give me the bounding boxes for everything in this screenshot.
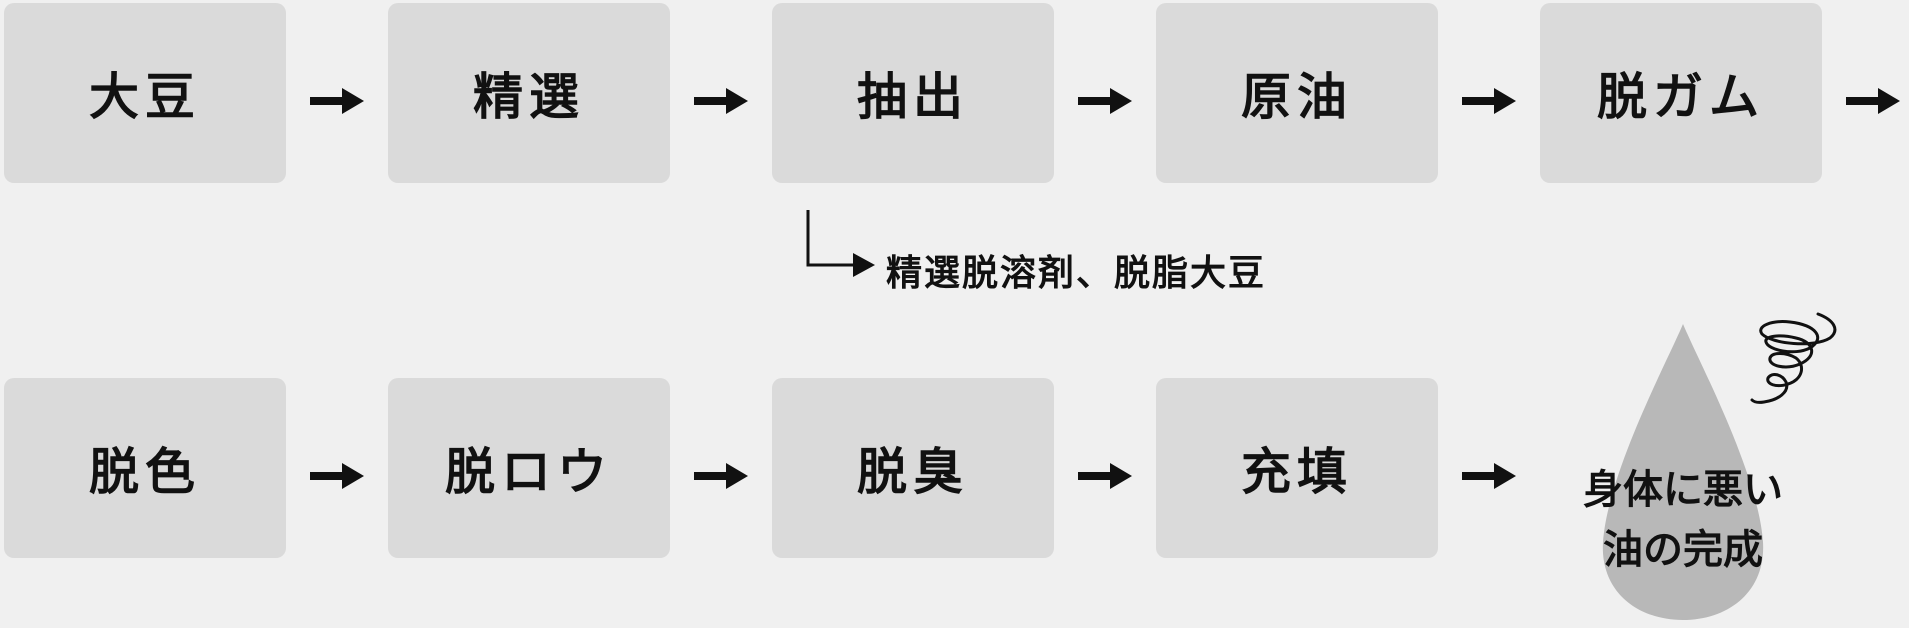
step-dewaxing: 脱ロウ — [388, 378, 670, 558]
step-label: 充填 — [1241, 443, 1353, 501]
arrow-right-icon — [1078, 88, 1132, 114]
byproduct-label: 精選脱溶剤、脱脂大豆 — [886, 253, 1267, 294]
step-soybean: 大豆 — [4, 3, 286, 183]
result-line-2: 油の完成 — [1603, 527, 1763, 573]
step-extraction: 抽出 — [772, 3, 1054, 183]
result-label: 身体に悪い 油の完成 — [1548, 460, 1818, 580]
arrow-right-icon — [310, 463, 364, 489]
branch-arrow-icon — [806, 210, 875, 277]
result-line-1: 身体に悪い — [1583, 467, 1783, 513]
step-label: 大豆 — [89, 68, 201, 126]
arrow-right-icon — [1846, 88, 1900, 114]
step-filling: 充填 — [1156, 378, 1438, 558]
spiral-fumes-icon — [1750, 312, 1837, 404]
step-bleaching: 脱色 — [4, 378, 286, 558]
step-label: 原油 — [1241, 68, 1353, 126]
step-crude-oil: 原油 — [1156, 3, 1438, 183]
arrow-right-icon — [310, 88, 364, 114]
step-label: 脱ガム — [1597, 68, 1765, 126]
arrow-right-icon — [1462, 463, 1516, 489]
step-label: 脱臭 — [857, 443, 969, 501]
step-degumming: 脱ガム — [1540, 3, 1822, 183]
step-label: 精選 — [473, 68, 585, 126]
step-selection: 精選 — [388, 3, 670, 183]
step-label: 抽出 — [857, 68, 969, 126]
step-deodorizing: 脱臭 — [772, 378, 1054, 558]
arrow-right-icon — [694, 463, 748, 489]
step-label: 脱色 — [89, 443, 201, 501]
step-label: 脱ロウ — [445, 443, 613, 501]
arrow-right-icon — [694, 88, 748, 114]
oil-drop-icon — [1602, 324, 1764, 620]
arrow-right-icon — [1462, 88, 1516, 114]
arrow-right-icon — [1078, 463, 1132, 489]
